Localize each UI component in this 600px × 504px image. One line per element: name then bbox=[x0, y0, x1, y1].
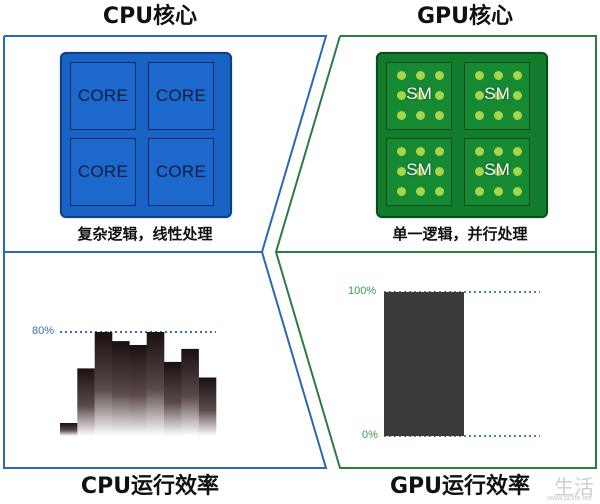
sm-label: SM bbox=[406, 84, 432, 103]
sm-core-dot bbox=[513, 167, 522, 176]
sm-core-dot bbox=[397, 71, 406, 80]
sm-core-dot bbox=[397, 91, 406, 100]
cpu-core-title: CPU核心 bbox=[102, 4, 198, 29]
gpu-chip: SM SM SM SM bbox=[376, 52, 548, 218]
cpu-bar bbox=[146, 332, 165, 436]
sm-label: SM bbox=[406, 160, 432, 179]
gpu-sm-unit-2: SM bbox=[464, 62, 530, 130]
sm-core-dot bbox=[494, 71, 503, 80]
gpu-efficiency-title: GPU运行效率 bbox=[389, 474, 531, 499]
sm-core-dot bbox=[494, 187, 503, 196]
sm-core-dot bbox=[513, 91, 522, 100]
sm-core-dot bbox=[397, 167, 406, 176]
gpu-sm-unit-1: SM bbox=[386, 62, 452, 130]
sm-core-dot bbox=[513, 147, 522, 156]
sm-label: SM bbox=[484, 84, 510, 103]
sm-core-dot bbox=[397, 111, 406, 120]
gpu-sm-unit-3: SM bbox=[386, 138, 452, 206]
sm-core-dot bbox=[513, 187, 522, 196]
sm-core-dot bbox=[435, 71, 444, 80]
cpu-bar bbox=[60, 423, 78, 436]
gpu-bottom-label: 0% bbox=[362, 429, 378, 441]
sm-core-dot bbox=[475, 147, 484, 156]
sm-core-dot bbox=[416, 167, 425, 176]
gpu-bar bbox=[384, 292, 464, 436]
sm-core-dot bbox=[494, 147, 503, 156]
sm-core-dot bbox=[435, 187, 444, 196]
gpu-caption: 单一逻辑，并行处理 bbox=[392, 225, 528, 243]
cpu-bar bbox=[77, 368, 95, 436]
sm-core-dot bbox=[494, 111, 503, 120]
gpu-top-label: 100% bbox=[348, 285, 377, 297]
cpu-bar bbox=[164, 361, 182, 436]
sm-core-dot bbox=[416, 71, 425, 80]
sm-core-dot bbox=[494, 167, 503, 176]
sm-core-dot bbox=[513, 111, 522, 120]
sm-core-dot bbox=[416, 187, 425, 196]
cpu-core-2: CORE bbox=[148, 62, 214, 130]
cpu-bar bbox=[94, 332, 113, 436]
sm-core-dot bbox=[475, 91, 484, 100]
cpu-chip: CORE CORE CORE CORE bbox=[60, 52, 232, 218]
gpu-core-title: GPU核心 bbox=[416, 4, 514, 29]
sm-core-dot bbox=[494, 91, 503, 100]
sm-core-dot bbox=[435, 167, 444, 176]
sm-core-dot bbox=[416, 91, 425, 100]
gpu-sm-unit-4: SM bbox=[464, 138, 530, 206]
cpu-efficiency-title: CPU运行效率 bbox=[80, 474, 220, 499]
cpu-core-4: CORE bbox=[148, 138, 214, 206]
sm-core-dot bbox=[475, 187, 484, 196]
sm-core-dot bbox=[416, 147, 425, 156]
cpu-bar bbox=[198, 377, 217, 436]
sm-core-dot bbox=[416, 111, 425, 120]
sm-label: SM bbox=[484, 160, 510, 179]
cpu-core-1: CORE bbox=[70, 62, 136, 130]
watermark-url: www.pclife.net bbox=[547, 495, 592, 502]
sm-core-dot bbox=[397, 147, 406, 156]
sm-core-dot bbox=[475, 167, 484, 176]
cpu-bar bbox=[112, 341, 130, 436]
cpu-core-3: CORE bbox=[70, 138, 136, 206]
cpu-threshold-label: 80% bbox=[32, 325, 55, 337]
sm-core-dot bbox=[513, 71, 522, 80]
cpu-bar bbox=[181, 348, 199, 436]
watermark: 生活 bbox=[554, 475, 594, 499]
sm-core-dot bbox=[397, 187, 406, 196]
sm-core-dot bbox=[435, 91, 444, 100]
cpu-caption: 复杂逻辑，线性处理 bbox=[77, 225, 213, 243]
sm-core-dot bbox=[475, 111, 484, 120]
cpu-bar bbox=[129, 345, 147, 436]
sm-core-dot bbox=[435, 147, 444, 156]
sm-core-dot bbox=[435, 111, 444, 120]
sm-core-dot bbox=[475, 71, 484, 80]
cpu-bars bbox=[60, 332, 217, 436]
